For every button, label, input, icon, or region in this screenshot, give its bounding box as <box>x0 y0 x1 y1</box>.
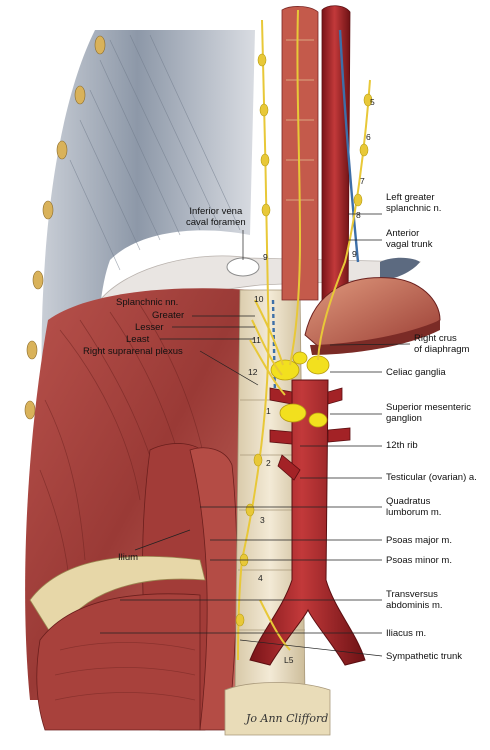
vertebra-t7: 7 <box>360 176 365 186</box>
label-superior-mesenteric-ganglion: Superior mesenteric ganglion <box>386 402 472 424</box>
vertebra-t9-right: 9 <box>263 252 268 262</box>
left-suprarenal-artery <box>327 387 343 405</box>
iliacus-fibers <box>54 642 196 701</box>
right-renal-artery <box>269 429 293 445</box>
sympathetic-ganglia <box>235 53 373 627</box>
abdominal-aorta <box>249 379 366 666</box>
hemiazygos-vein <box>338 29 360 263</box>
vertebra-t6: 6 <box>366 132 371 142</box>
label-right-crus: Right crus of diaphragm <box>414 333 470 355</box>
vertebra-t12: 12 <box>248 367 258 377</box>
label-inferior-vena-caval-foramen: Inferior vena caval foramen <box>186 206 246 228</box>
vertebra-l3: 3 <box>260 515 265 525</box>
label-celiac-ganglia: Celiac ganglia <box>386 367 446 378</box>
label-sympathetic-trunk: Sympathetic trunk <box>386 651 463 662</box>
label-right-suprarenal-plexus: Right suprarenal plexus <box>83 346 183 357</box>
right-crus-edge <box>310 320 440 355</box>
vertebra-t10: 10 <box>254 294 264 304</box>
sympathetic-nerves <box>237 9 371 661</box>
vertebra-t8: 8 <box>356 210 361 220</box>
label-transversus-abdominis: Transversus abdominis m. <box>386 589 443 611</box>
label-lesser: Lesser <box>135 322 164 333</box>
label-iliacus: Iliacus m. <box>386 628 427 639</box>
vertebra-l4: 4 <box>258 573 263 583</box>
label-splanchnic-nn: Splanchnic nn. <box>116 297 179 308</box>
vertebra-l5: L5 <box>284 655 294 665</box>
psoas-minor-muscle <box>189 447 238 731</box>
thoracic-aorta <box>321 5 351 311</box>
testicular-artery-branch <box>277 454 301 481</box>
label-least: Least <box>126 334 150 345</box>
vertebra-t9-left: 9 <box>352 249 357 259</box>
vertebra-l2: 2 <box>266 458 271 468</box>
ivc-dashed <box>271 299 277 396</box>
label-psoas-major: Psoas major m. <box>386 535 452 546</box>
superior-mesenteric-ganglion-shapes <box>279 403 328 428</box>
label-anterior-vagal-trunk: Anterior vagal trunk <box>386 228 433 250</box>
ivc-foramen <box>226 257 260 277</box>
leader-lines <box>100 213 411 657</box>
esophageal-hiatus-dark <box>380 257 420 280</box>
celiac-ganglia-shapes <box>270 351 330 381</box>
thoracic-wall-fibers <box>69 34 241 271</box>
label-12th-rib: 12th rib <box>386 440 418 451</box>
label-testicular-ovarian: Testicular (ovarian) a. <box>386 472 477 483</box>
vertebra-t11: 11 <box>252 335 261 345</box>
sacrum <box>224 682 331 736</box>
label-ilium: Ilium <box>118 552 139 563</box>
label-quadratus-lumborum: Quadratus lumborum m. <box>386 496 442 518</box>
label-greater: Greater <box>152 310 185 321</box>
rib-ends <box>24 35 106 420</box>
label-left-greater-splanchnic: Left greater splanchnic n. <box>386 192 442 214</box>
ilium-crest <box>29 556 206 641</box>
vertebra-l1: 1 <box>266 406 271 416</box>
artist-signature: Jo Ann Clifford <box>246 712 329 725</box>
label-psoas-minor: Psoas minor m. <box>386 555 452 566</box>
left-renal-artery <box>327 427 351 443</box>
vertebra-t5: 5 <box>370 97 375 107</box>
